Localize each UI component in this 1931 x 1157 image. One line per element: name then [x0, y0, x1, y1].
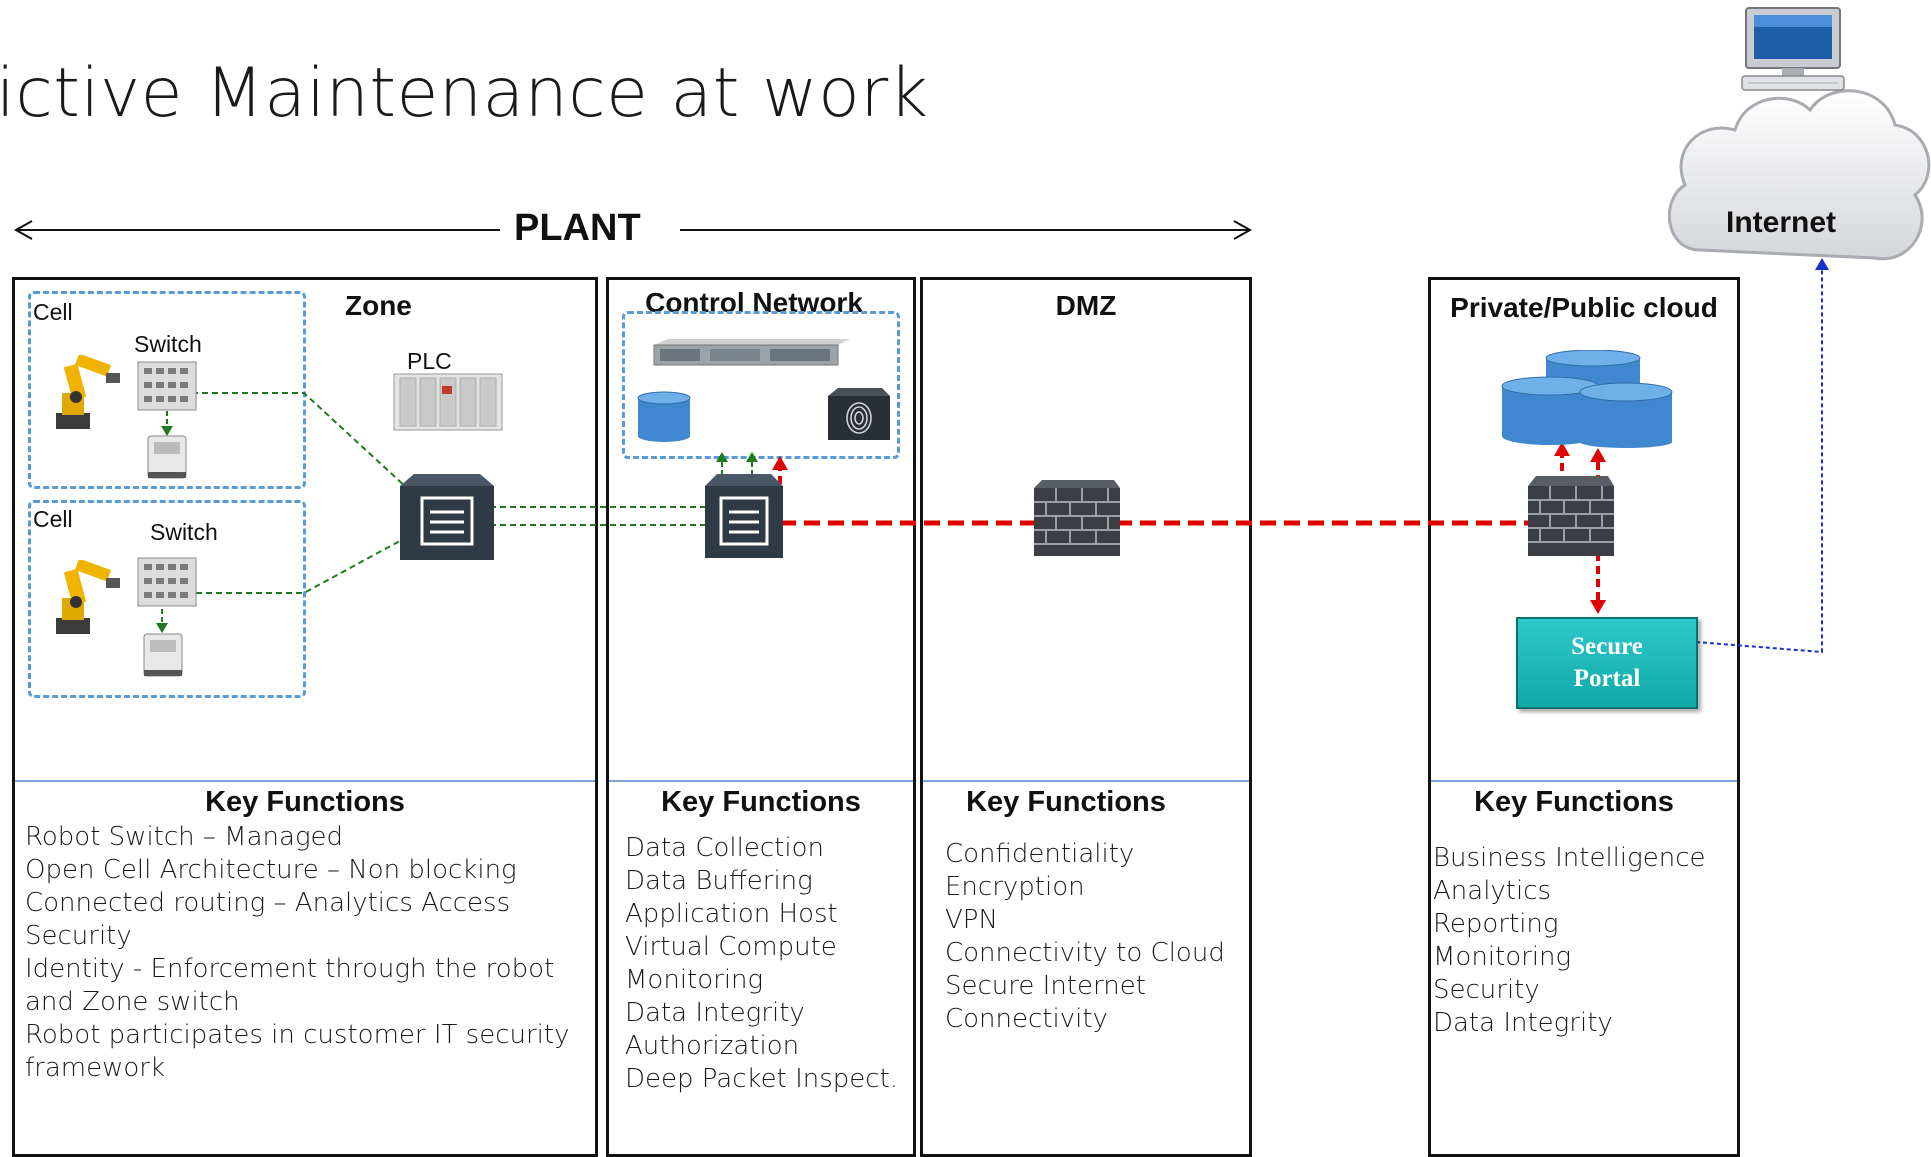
list-item: Data Integrity	[1433, 1008, 1613, 1038]
page-title: ictive Maintenance at work	[0, 54, 929, 133]
secure-portal-button[interactable]: Secure Portal	[1516, 617, 1698, 709]
internet-label: Internet	[1726, 206, 1837, 239]
secure-portal-line2: Portal	[1573, 665, 1641, 692]
list-item: Monitoring	[1433, 942, 1572, 972]
list-item: Secure Internet	[945, 971, 1146, 1001]
switch-1-label: Switch	[134, 331, 202, 357]
list-item: Application Host	[625, 899, 838, 929]
arrow-head	[716, 452, 728, 462]
dmz-key-functions-title: Key Functions	[966, 786, 1166, 818]
dmz-key-functions-list: Confidentiality Encryption VPN Connectiv…	[945, 838, 1225, 1036]
robot-arm-icon	[56, 560, 120, 634]
cloud-key-functions-list: Business Intelligence Analytics Reportin…	[1433, 842, 1705, 1040]
zone-divider	[15, 780, 595, 782]
server-icon	[653, 339, 850, 366]
list-item: Analytics	[1433, 876, 1552, 906]
firewall-icon	[1034, 480, 1120, 556]
plc-label: PLC	[407, 348, 452, 374]
list-item: Identity - Enforcement through the robot	[25, 954, 555, 984]
list-item: Connectivity	[945, 1004, 1108, 1034]
link-cell2-zone	[176, 529, 421, 594]
list-item: Monitoring	[625, 965, 764, 995]
zone-key-functions-title: Key Functions	[205, 786, 405, 818]
link-portal-internet	[1695, 266, 1823, 654]
connections-layer	[156, 258, 1829, 654]
plant-span-arrow	[13, 220, 1253, 240]
arrow-head	[772, 456, 788, 470]
control-network-key-functions-list: Data Collection Data Buffering Applicati…	[625, 832, 898, 1096]
arrow-head	[1590, 448, 1606, 462]
list-item: and Zone switch	[25, 987, 240, 1017]
control-network-dashed-box	[622, 311, 900, 459]
switch-2-label: Switch	[150, 519, 218, 545]
controller-icon	[143, 633, 183, 677]
list-item: Data Collection	[625, 833, 824, 863]
cloud-divider	[1431, 780, 1737, 782]
cloud-icon	[1668, 89, 1931, 261]
secure-portal-line1: Secure	[1571, 633, 1643, 660]
list-item: Security	[1433, 975, 1540, 1005]
list-item: Security	[25, 921, 132, 951]
control-network-key-functions-title: Key Functions	[661, 786, 861, 818]
link-cell1-zone	[192, 392, 421, 501]
list-item: Open Cell Architecture – Non blocking	[25, 855, 517, 885]
plant-label: PLANT	[514, 207, 641, 249]
zone-key-functions-list: Robot Switch – Managed Open Cell Archite…	[25, 821, 569, 1085]
list-item: Deep Packet Inspect.	[625, 1064, 899, 1094]
cell-box-2	[28, 500, 306, 698]
database-icon	[637, 391, 691, 442]
cell-box-1	[28, 291, 306, 489]
list-item: Connectivity to Cloud	[945, 938, 1225, 968]
plc-icon	[393, 373, 503, 431]
arrow-head	[161, 426, 173, 436]
arrow-head	[1590, 600, 1606, 614]
computer-icon	[1741, 7, 1845, 91]
list-item: Confidentiality	[945, 839, 1135, 869]
router-icon	[400, 474, 494, 560]
list-item: framework	[25, 1053, 166, 1083]
cell-1-label: Cell	[33, 299, 73, 325]
database-icon	[1501, 350, 1673, 448]
cloud-key-functions-title: Key Functions	[1474, 786, 1674, 818]
arrow-head	[1554, 442, 1570, 456]
cell-2-label: Cell	[33, 506, 73, 532]
switch-icon	[137, 361, 197, 411]
list-item: Data Buffering	[625, 866, 813, 896]
zone-title: Zone	[345, 290, 412, 321]
controller-icon	[147, 435, 187, 479]
dmz-divider	[923, 780, 1249, 782]
control-network-divider	[609, 780, 913, 782]
list-item: Robot Switch – Managed	[25, 822, 344, 852]
dmz-panel: DMZ Key Functions Confidentiality Encryp…	[920, 277, 1252, 1157]
router-icon	[705, 474, 783, 558]
switch-icon	[137, 557, 197, 607]
list-item: VPN	[945, 905, 998, 935]
list-item: Robot participates in customer IT securi…	[25, 1020, 570, 1050]
list-item: Encryption	[945, 872, 1085, 902]
fingerprint-icon	[828, 388, 890, 440]
list-item: Reporting	[1433, 909, 1559, 939]
firewall-icon	[1528, 476, 1614, 556]
arrow-head	[1815, 258, 1829, 270]
arrow-head	[156, 623, 168, 633]
list-item: Authorization	[625, 1031, 800, 1061]
cloud-title: Private/Public cloud	[1450, 292, 1718, 323]
robot-arm-icon	[56, 355, 120, 429]
arrow-head	[746, 452, 758, 462]
list-item: Connected routing – Analytics Access	[25, 888, 511, 918]
list-item: Virtual Compute	[625, 932, 837, 962]
list-item: Business Intelligence	[1433, 843, 1706, 873]
dmz-title: DMZ	[1055, 290, 1117, 321]
list-item: Data Integrity	[625, 998, 805, 1028]
